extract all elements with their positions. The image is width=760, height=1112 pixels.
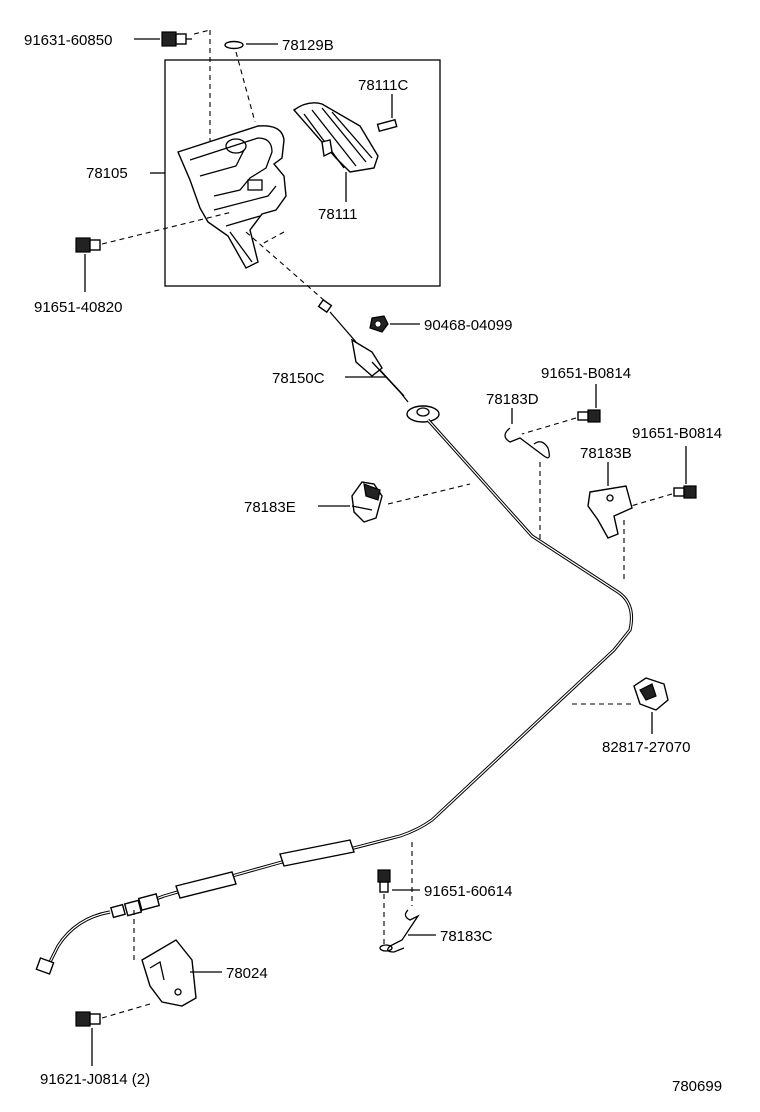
clamp-82817-27070 xyxy=(633,677,669,711)
label-91631-60850: 91631-60850 xyxy=(24,32,112,49)
bolt-91621-J0814 xyxy=(75,1011,101,1027)
clamp-78183E xyxy=(351,481,383,523)
label-78183D: 78183D xyxy=(486,391,539,408)
bracket-78183B xyxy=(587,485,633,539)
label-78105: 78105 xyxy=(86,165,128,182)
bolt-91651-60614 xyxy=(377,869,391,893)
label-78150C: 78150C xyxy=(272,370,325,387)
bolt-91651-B0814-a xyxy=(577,409,601,423)
bolt-91651-40820 xyxy=(75,237,101,253)
bracket-78024 xyxy=(141,939,197,1007)
label-78111: 78111 xyxy=(318,206,358,223)
pedal-bracket-78105 xyxy=(177,125,287,269)
clip-78129B xyxy=(224,40,244,50)
stopper-78111C xyxy=(376,118,398,133)
label-91651-B0814-a: 91651-B0814 xyxy=(541,365,631,382)
bolt-91651-B0814-b xyxy=(673,485,697,499)
spring-78183C xyxy=(379,909,420,953)
spring-clip-78183D xyxy=(504,427,550,459)
label-78024: 78024 xyxy=(226,965,268,982)
label-78183E: 78183E xyxy=(244,499,296,516)
label-91651-40820: 91651-40820 xyxy=(34,299,122,316)
label-78183C: 78183C xyxy=(440,928,493,945)
label-78111C: 78111C xyxy=(358,77,408,94)
clip-90468-04099 xyxy=(369,315,389,333)
label-82817-27070: 82817-27070 xyxy=(602,739,690,756)
label-90468-04099: 90468-04099 xyxy=(424,317,512,334)
label-78129B: 78129B xyxy=(282,37,334,54)
label-78183B: 78183B xyxy=(580,445,632,462)
figure-number: 780699 xyxy=(672,1078,722,1095)
label-91651-B0814-b: 91651-B0814 xyxy=(632,425,722,442)
bolt-91631-60850 xyxy=(161,31,192,47)
accelerator-cable-78150C xyxy=(35,298,634,975)
label-91621-J0814: 91621-J0814 (2) xyxy=(40,1071,150,1088)
pedal-pad-78111 xyxy=(292,102,379,173)
label-91651-60614: 91651-60614 xyxy=(424,883,512,900)
